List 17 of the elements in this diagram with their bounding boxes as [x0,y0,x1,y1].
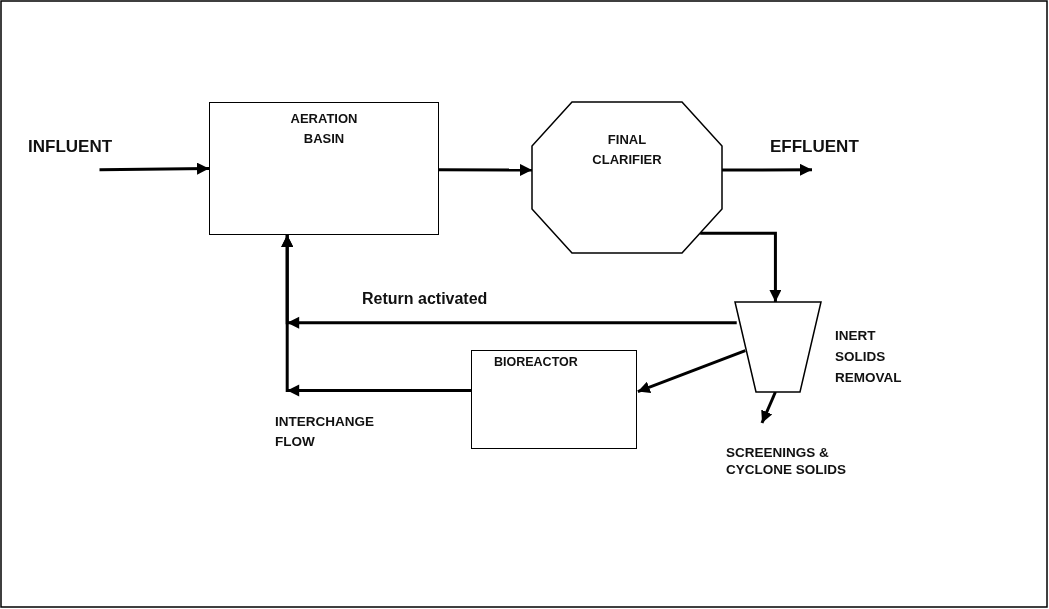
arrow [722,163,812,176]
arrow [637,349,746,393]
arrow [700,231,782,302]
process-box [471,350,637,449]
arrow [439,163,532,176]
arrow [99,162,210,175]
box-title: FINAL CLARIFIER [591,131,663,170]
side-caption: INERT SOLIDS REMOVAL [835,327,903,387]
box-title: AERATION BASIN [289,110,359,149]
flow-label: INFLUENT [28,136,114,158]
clarifier-octagon [532,102,722,253]
flow-label: SCREENINGS & CYCLONE SOLIDS [726,445,847,479]
arrow [281,235,471,397]
arrow [760,391,777,424]
process-box [209,102,439,235]
box-title: BIOREACTOR [494,355,578,371]
flow-label: EFFLUENT [770,136,860,158]
